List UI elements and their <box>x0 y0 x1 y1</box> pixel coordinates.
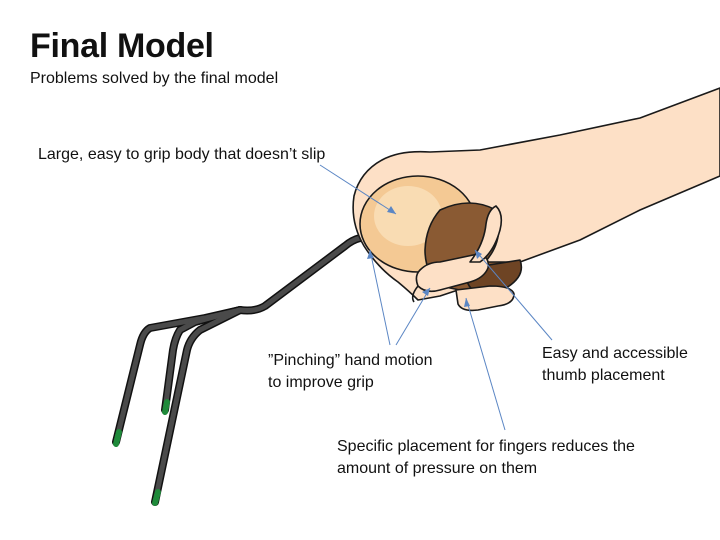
callout-thumb-line1: Easy and accessible <box>542 345 688 362</box>
handle-highlight <box>374 186 442 246</box>
arrowhead-fingers <box>464 298 470 307</box>
callout-pinch-line1: ”Pinching” hand motion <box>268 352 433 369</box>
callout-fingers-line2: amount of pressure on them <box>337 460 538 477</box>
knuckle-line <box>411 285 419 303</box>
tool-wire <box>113 235 381 505</box>
leader-grip <box>319 164 397 215</box>
callout-grip-text: Large, easy to grip body that doesn’t sl… <box>38 146 326 163</box>
page-title: Final Model <box>30 27 214 65</box>
callout-thumb: Easy and accessible thumb placement <box>542 343 688 387</box>
index-finger <box>415 253 490 293</box>
leader-lines <box>319 164 553 431</box>
callout-pinch-line2: to improve grip <box>268 374 374 391</box>
callout-grip: Large, easy to grip body that doesn’t sl… <box>38 144 325 166</box>
hand <box>352 87 720 312</box>
leader-pinch-right <box>395 287 431 346</box>
thumb <box>469 205 503 263</box>
callout-fingers: Specific placement for fingers reduces t… <box>337 436 635 480</box>
leader-arrowheads <box>367 206 482 307</box>
leader-pinch-left <box>369 249 391 346</box>
callout-pinch: ”Pinching” hand motion to improve grip <box>268 350 433 394</box>
arrowhead-thumb <box>475 250 482 259</box>
page-subtitle: Problems solved by the final model <box>30 70 279 87</box>
arrowhead-pinch-right <box>422 288 430 296</box>
leader-thumb <box>474 249 553 341</box>
callout-thumb-line2: thumb placement <box>542 367 665 384</box>
callout-fingers-line1: Specific placement for fingers reduces t… <box>337 438 635 455</box>
arrowhead-pinch-left <box>367 250 374 259</box>
cultivator-tool <box>112 234 383 506</box>
leader-fingers <box>465 297 506 431</box>
middle-finger <box>455 285 515 312</box>
arrowhead-grip <box>387 206 396 214</box>
